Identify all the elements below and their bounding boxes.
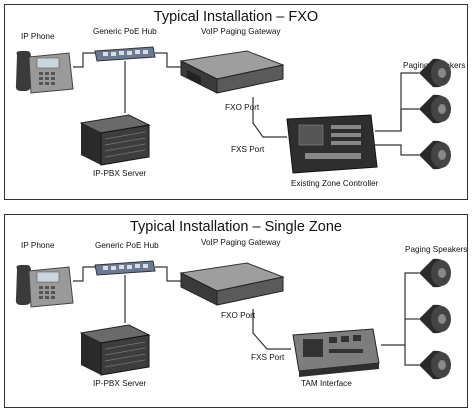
- fxo-title: Typical Installation – FXO: [153, 9, 319, 25]
- single-zone-ip-phone-icon: [15, 265, 74, 308]
- fxo-fxs-port-label: FXS Port: [231, 145, 265, 154]
- fxo-fxo-port-label: FXO Port: [225, 103, 260, 112]
- single-zone-speaker-2-icon: [419, 304, 451, 334]
- fxo-ip-phone-label: IP Phone: [21, 32, 55, 41]
- fxo-ip-phone-icon: [15, 51, 74, 94]
- single-zone-speaker-3-icon: [419, 350, 451, 380]
- fxo-speaker-3-icon: [419, 140, 451, 170]
- fxo-hub-label: Generic PoE Hub: [93, 27, 157, 36]
- single-zone-speaker-1-icon: [419, 258, 451, 288]
- single-zone-speakers-label: Paging Speakers: [405, 245, 468, 254]
- single-zone-gateway-icon: [179, 262, 285, 306]
- single-zone-fxs-port-label: FXS Port: [251, 353, 285, 362]
- single-zone-hub-label: Generic PoE Hub: [95, 241, 159, 250]
- single-zone-server-icon: [79, 324, 151, 376]
- fxo-server-label: IP-PBX Server: [93, 169, 147, 178]
- single-zone-controller-label: TAM Interface: [301, 379, 352, 388]
- fxo-controller-label: Existing Zone Controller: [291, 179, 379, 188]
- fxo-speaker-1-icon: [419, 58, 451, 88]
- fxo-poe-hub-icon: [94, 46, 156, 62]
- single-zone-server-label: IP-PBX Server: [93, 379, 147, 388]
- fxo-zone-controller-icon: [286, 114, 378, 174]
- single-zone-poe-hub-icon: [94, 260, 156, 276]
- fxo-server-icon: [79, 114, 151, 166]
- fxo-speaker-2-icon: [419, 94, 451, 124]
- fxo-installation-panel: Typical Installation – FXO IP Phone Gene…: [4, 4, 468, 200]
- fxo-gateway-icon: [179, 50, 285, 94]
- single-zone-title: Typical Installation – Single Zone: [130, 219, 342, 235]
- single-zone-gateway-label: VoIP Paging Gateway: [201, 238, 281, 247]
- fxo-gateway-label: VoIP Paging Gateway: [201, 27, 281, 36]
- single-zone-tam-interface-icon: [292, 328, 380, 377]
- single-zone-wiring: [73, 266, 419, 366]
- single-zone-ip-phone-label: IP Phone: [21, 241, 55, 250]
- single-zone-fxo-port-label: FXO Port: [221, 311, 256, 320]
- fxo-wiring: [73, 52, 419, 156]
- single-zone-installation-panel: Typical Installation – Single Zone IP Ph…: [4, 214, 468, 408]
